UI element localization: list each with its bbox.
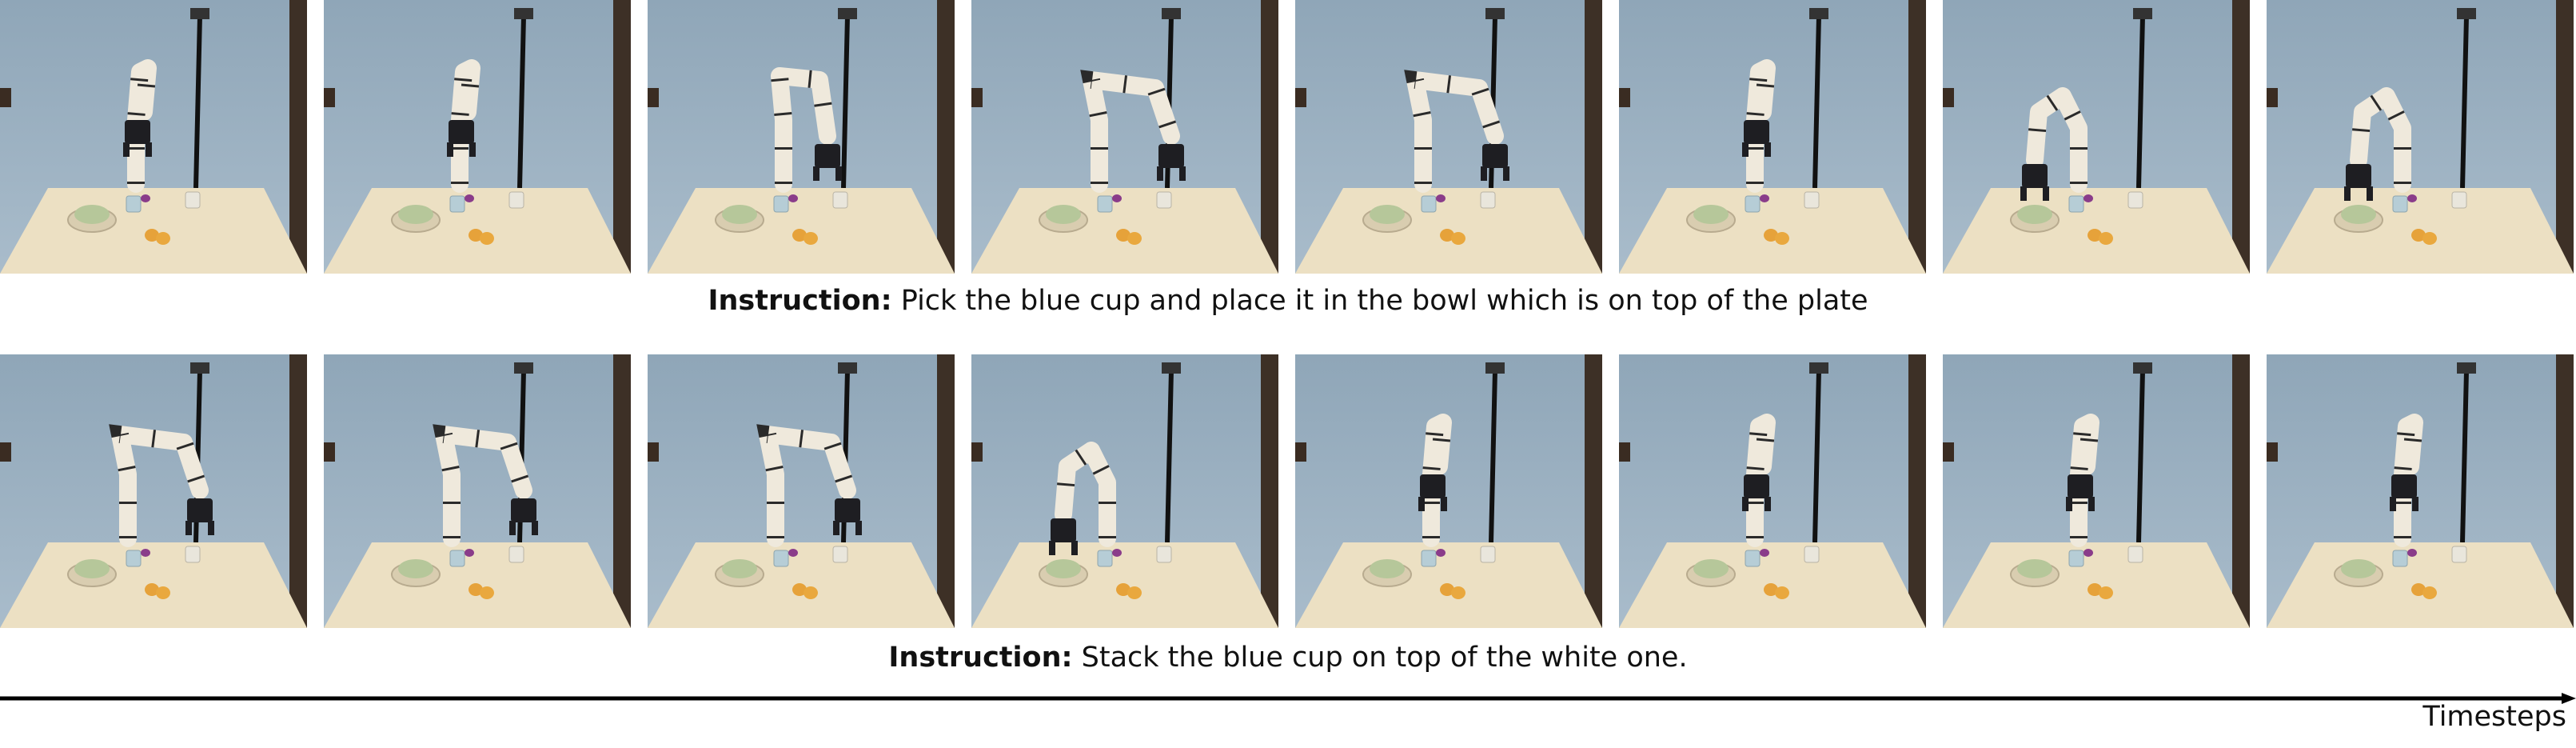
frame-image	[324, 0, 631, 274]
instruction-label: Instruction:	[888, 642, 1073, 674]
frame-image	[1943, 0, 2250, 274]
row-2-frames	[0, 354, 2576, 628]
frame-image	[0, 354, 307, 628]
frame-image	[1295, 354, 1602, 628]
axis-label: Timesteps	[2422, 701, 2566, 733]
frame-image	[324, 354, 631, 628]
timestep-arrow	[0, 693, 2576, 704]
frame-image	[1943, 354, 2250, 628]
instruction-caption-1: Instruction: Pick the blue cup and place…	[0, 285, 2576, 317]
frame-image	[971, 354, 1278, 628]
frame-image	[1295, 0, 1602, 274]
row-1-frames	[0, 0, 2576, 274]
frame-image	[1619, 0, 1926, 274]
frame-image	[971, 0, 1278, 274]
frame-image	[2267, 354, 2574, 628]
frame-image	[648, 0, 955, 274]
instruction-text: Stack the blue cup on top of the white o…	[1081, 642, 1688, 674]
frame-image	[1619, 354, 1926, 628]
instruction-label: Instruction:	[708, 285, 892, 317]
frame-image	[2267, 0, 2574, 274]
frame-image	[648, 354, 955, 628]
instruction-text: Pick the blue cup and place it in the bo…	[900, 285, 1868, 317]
frame-image	[0, 0, 307, 274]
instruction-caption-2: Instruction: Stack the blue cup on top o…	[0, 642, 2576, 674]
